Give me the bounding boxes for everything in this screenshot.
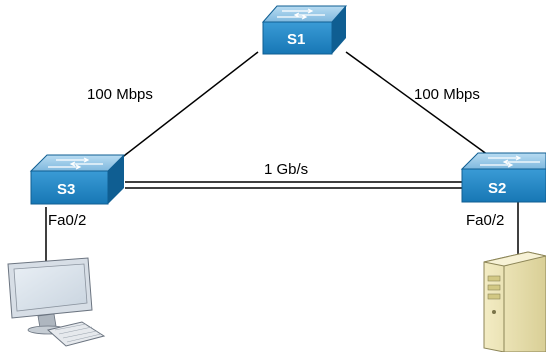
link-s1-s3	[97, 51, 259, 177]
switch-s3-label: S3	[57, 181, 75, 198]
switch-s1-label: S1	[287, 31, 305, 48]
link-s3-s2	[125, 181, 462, 189]
switch-arrows-icon	[480, 155, 540, 168]
port-label-s3: Fa0/2	[48, 212, 86, 229]
port-label-s2: Fa0/2	[466, 212, 504, 229]
server-tower-icon	[483, 251, 546, 352]
desktop-computer-icon	[7, 257, 106, 347]
link-s1-s2	[345, 51, 507, 169]
switch-s2: S2	[460, 152, 546, 203]
link-speed-s3-s2: 1 Gb/s	[264, 161, 308, 178]
switch-s1: S1	[261, 5, 348, 55]
switch-arrows-icon	[48, 157, 103, 170]
switch-s2-label: S2	[488, 180, 506, 197]
switch-s3: S3	[29, 154, 126, 205]
switch-arrows-icon	[277, 8, 325, 20]
link-speed-s1-s3: 100 Mbps	[87, 86, 153, 103]
link-speed-s1-s2: 100 Mbps	[414, 86, 480, 103]
